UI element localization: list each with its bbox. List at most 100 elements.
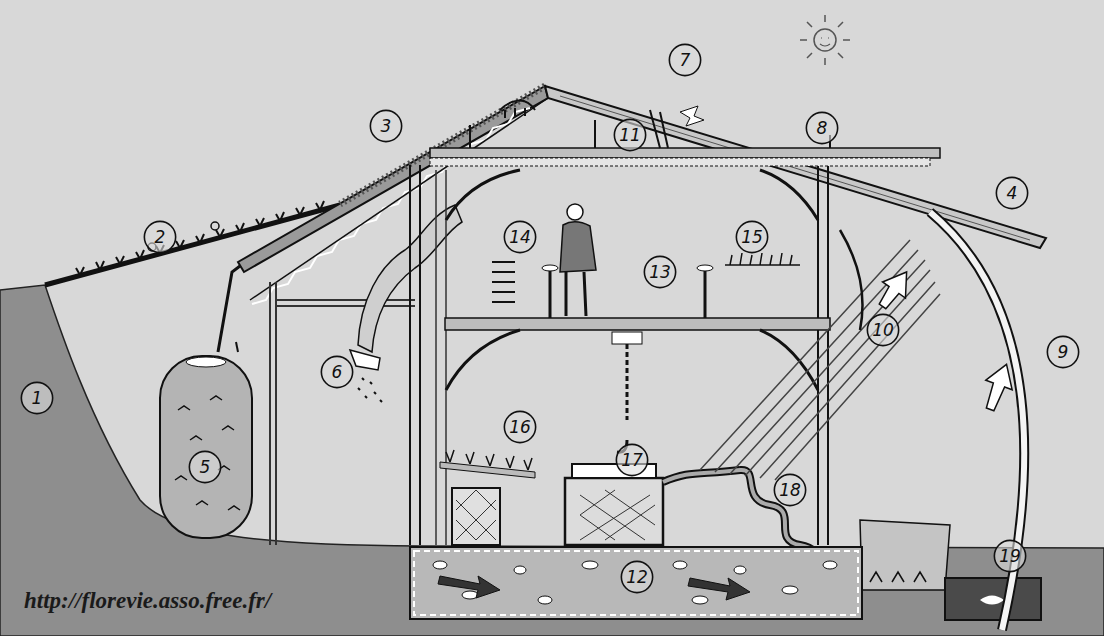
callout-ring <box>614 119 645 150</box>
callout-circle: 6 <box>320 355 354 389</box>
house-post <box>436 170 446 545</box>
callout-number: 7 <box>680 52 691 69</box>
callout-number: 9 <box>1058 344 1069 361</box>
stone <box>823 561 837 569</box>
callout-ring <box>504 411 535 442</box>
duct-outlet <box>350 350 380 370</box>
callout-number: 15 <box>741 229 763 246</box>
house-wall <box>410 165 420 545</box>
stove <box>565 478 663 545</box>
cistern-inlet <box>186 357 226 367</box>
stone <box>734 566 746 574</box>
callout-circle: 1 <box>20 381 54 415</box>
frame-brace <box>446 170 818 390</box>
callout-ring <box>996 177 1027 208</box>
callout-number: 10 <box>872 322 894 339</box>
stone <box>692 596 708 604</box>
ladder <box>492 262 515 302</box>
callout-ring <box>616 444 647 475</box>
callout-ring <box>736 221 767 252</box>
callout-number: 19 <box>999 548 1021 565</box>
callout-circle: 13 <box>643 255 677 289</box>
rock-stones <box>433 561 837 604</box>
callout-circle: 3 <box>369 109 403 143</box>
callout-ring <box>669 44 700 75</box>
cistern-water <box>175 396 240 510</box>
callout-number: 6 <box>332 364 343 381</box>
air-flow <box>358 378 382 402</box>
green-roof-soil <box>45 205 340 285</box>
callout-circle: 15 <box>735 220 769 254</box>
callout-number: 4 <box>1007 185 1018 202</box>
callout-number: 8 <box>817 120 828 137</box>
callout-ring <box>994 540 1025 571</box>
roof-hatching <box>340 86 545 204</box>
attic-arrow <box>680 106 704 126</box>
website-url: http://florevie.asso.free.fr/ <box>24 588 271 614</box>
bench <box>452 488 500 545</box>
person-body <box>560 222 596 272</box>
roof-vent <box>500 101 535 118</box>
stove-grate <box>580 490 655 540</box>
callout-number: 12 <box>626 569 648 586</box>
roof-left-band <box>238 86 548 272</box>
hoist-chain <box>626 344 629 420</box>
planter-bed <box>860 520 950 590</box>
annex-beam <box>276 300 415 306</box>
rock-bed-lining <box>414 551 858 615</box>
stone <box>538 596 552 604</box>
warm-air-arrow <box>871 264 918 314</box>
callout-number: 11 <box>619 127 641 144</box>
floor-beam <box>445 318 830 330</box>
callout-ring <box>504 221 535 252</box>
person-legs <box>566 272 586 316</box>
callout-circle: 12 <box>620 560 654 594</box>
callout-ring <box>774 474 805 505</box>
callout-circle: 7 <box>668 43 702 77</box>
downspout <box>218 266 240 352</box>
callout-number: 3 <box>381 118 392 135</box>
callout-ring <box>189 451 220 482</box>
seedlings <box>446 450 532 470</box>
roof-right-line <box>560 96 1030 240</box>
airflow-arrow <box>688 578 750 600</box>
callout-number: 1 <box>32 390 43 407</box>
callout-ring <box>644 256 675 287</box>
sun-face <box>820 38 830 46</box>
sun <box>814 29 836 51</box>
callout-circle: 5 <box>188 450 222 484</box>
earth-berm <box>0 285 1104 636</box>
callout-circle: 4 <box>995 176 1029 210</box>
person-head <box>567 204 583 220</box>
stone <box>514 566 526 574</box>
rock-bed <box>410 547 862 619</box>
callout-number: 5 <box>200 459 211 476</box>
callout-circle: 10 <box>866 313 900 347</box>
callout-number: 13 <box>649 264 671 281</box>
callout-ring <box>21 382 52 413</box>
rail-post <box>550 270 705 318</box>
warm-air-arrow <box>977 360 1020 415</box>
callout-circle: 11 <box>613 118 647 152</box>
callout-number: 14 <box>509 229 531 246</box>
callout-circle: 14 <box>503 220 537 254</box>
callout-ring <box>144 221 175 252</box>
callout-number: 2 <box>155 229 166 246</box>
vent-flap <box>840 230 863 330</box>
callout-number: 18 <box>779 482 801 499</box>
callout-circle: 2 <box>143 220 177 254</box>
callout-circle: 17 <box>615 443 649 477</box>
stone <box>582 561 598 569</box>
water-cistern <box>160 356 252 538</box>
callout-ring <box>370 110 401 141</box>
stone <box>782 586 798 594</box>
post-cap <box>697 265 713 271</box>
fish-tank <box>945 578 1041 620</box>
callout-circle: 8 <box>805 111 839 145</box>
hoist-block <box>612 332 642 344</box>
roof-right <box>545 86 1046 248</box>
